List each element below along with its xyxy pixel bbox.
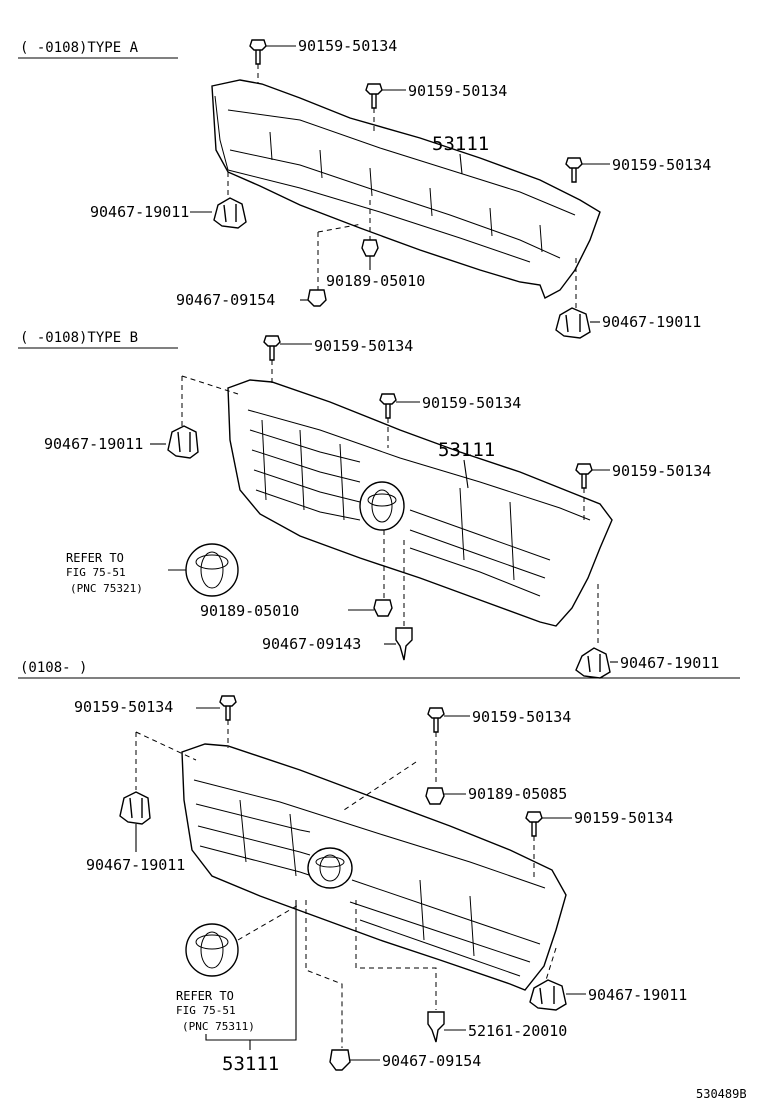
label-c4: 90159-50134 (574, 809, 673, 827)
nut-icon (373, 599, 393, 617)
bolt-icon (565, 157, 583, 183)
push-clip-icon (427, 1011, 445, 1043)
label-b5: 90467-19011 (44, 435, 143, 453)
label-a2: 90159-50134 (408, 82, 507, 100)
bolt-icon (249, 39, 267, 65)
nut-icon (361, 239, 379, 257)
grille-type-b (227, 379, 613, 627)
label-b3: 53111 (438, 439, 495, 461)
label-c9: 53111 (222, 1053, 279, 1075)
label-c3: 90189-05085 (468, 785, 567, 803)
emblem-icon (185, 923, 239, 977)
push-clip-icon (307, 289, 327, 307)
label-a6: 90189-05010 (326, 272, 425, 290)
ref-c-line2: FIG 75-51 (176, 1004, 236, 1017)
label-c1: 90159-50134 (74, 698, 173, 716)
clip-icon (213, 197, 247, 229)
bolt-icon (525, 811, 543, 837)
label-a8: 90467-19011 (602, 313, 701, 331)
clip-icon (555, 307, 591, 339)
clip-icon (119, 791, 151, 825)
label-c7: 52161-20010 (468, 1022, 567, 1040)
nut-icon (425, 787, 445, 805)
label-b4: 90159-50134 (612, 462, 711, 480)
bolt-icon (379, 393, 397, 419)
push-clip-icon (329, 1049, 351, 1071)
label-b1: 90159-50134 (314, 337, 413, 355)
figure-id: 530489B (696, 1087, 747, 1101)
ref-b-line1: REFER TO (66, 551, 124, 565)
label-a7: 90467-09154 (176, 291, 275, 309)
label-c6: 90467-19011 (588, 986, 687, 1004)
emblem-icon (185, 543, 239, 597)
clip-icon (575, 647, 611, 679)
label-b7: 90467-09143 (262, 635, 361, 653)
grille-type-a (211, 79, 601, 299)
section-c-header: (0108- ) (20, 660, 87, 676)
label-c2: 90159-50134 (472, 708, 571, 726)
bolt-icon (263, 335, 281, 361)
clip-icon (529, 979, 567, 1011)
label-b2: 90159-50134 (422, 394, 521, 412)
ref-b-line3: (PNC 75321) (70, 582, 143, 595)
label-b8: 90467-19011 (620, 654, 719, 672)
label-a1: 90159-50134 (298, 37, 397, 55)
ref-c-line1: REFER TO (176, 989, 234, 1003)
bolt-icon (575, 463, 593, 489)
grille-2001-onward (181, 743, 567, 991)
push-clip-icon (395, 627, 413, 661)
label-b6: 90189-05010 (200, 602, 299, 620)
ref-b-line2: FIG 75-51 (66, 566, 126, 579)
bolt-icon (365, 83, 383, 109)
label-c8: 90467-09154 (382, 1052, 481, 1070)
section-b-header: ( -0108)TYPE B (20, 330, 138, 346)
section-a-header: ( -0108)TYPE A (20, 40, 139, 56)
clip-icon (167, 425, 199, 459)
label-c5: 90467-19011 (86, 856, 185, 874)
label-a4: 53111 (432, 133, 489, 155)
bolt-icon (427, 707, 445, 733)
bolt-icon (219, 695, 237, 721)
label-a3: 90159-50134 (612, 156, 711, 174)
ref-c-line3: (PNC 75311) (182, 1020, 255, 1033)
label-a5: 90467-19011 (90, 203, 189, 221)
